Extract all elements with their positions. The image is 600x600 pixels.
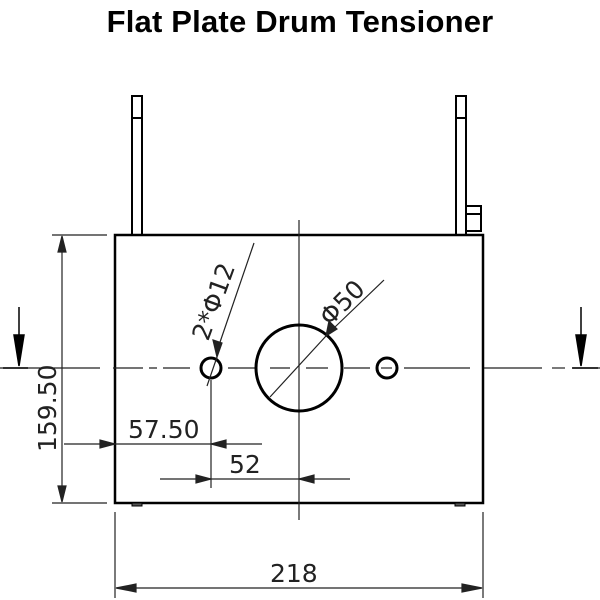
overall-height-label: 159.50 bbox=[33, 365, 62, 452]
width-dimension bbox=[114, 512, 484, 598]
small-hole-leader bbox=[206, 242, 255, 387]
overall-width-label: 218 bbox=[270, 559, 318, 588]
small-hole-right bbox=[375, 356, 399, 380]
offset-dimension-57 bbox=[64, 439, 262, 449]
foot-left bbox=[131, 502, 143, 507]
right-post-bracket bbox=[465, 205, 482, 232]
offset-dimension-52 bbox=[160, 474, 350, 484]
left-vertical-post bbox=[131, 95, 143, 236]
large-hole-callout: Φ50 bbox=[314, 274, 371, 331]
large-center-hole bbox=[254, 323, 344, 413]
drawing-title: Flat Plate Drum Tensioner bbox=[106, 4, 494, 39]
section-arrow-left bbox=[3, 307, 28, 369]
offset-52-label: 52 bbox=[229, 450, 261, 479]
center-lines bbox=[0, 220, 600, 520]
offset-57-label: 57.50 bbox=[128, 415, 200, 444]
right-vertical-post bbox=[455, 95, 467, 236]
small-hole-left bbox=[199, 356, 223, 380]
large-hole-leader bbox=[269, 279, 385, 398]
height-dimension bbox=[52, 234, 107, 504]
section-arrow-right bbox=[572, 307, 598, 369]
small-hole-callout: 2*Φ12 bbox=[186, 259, 241, 344]
foot-right bbox=[454, 502, 466, 507]
